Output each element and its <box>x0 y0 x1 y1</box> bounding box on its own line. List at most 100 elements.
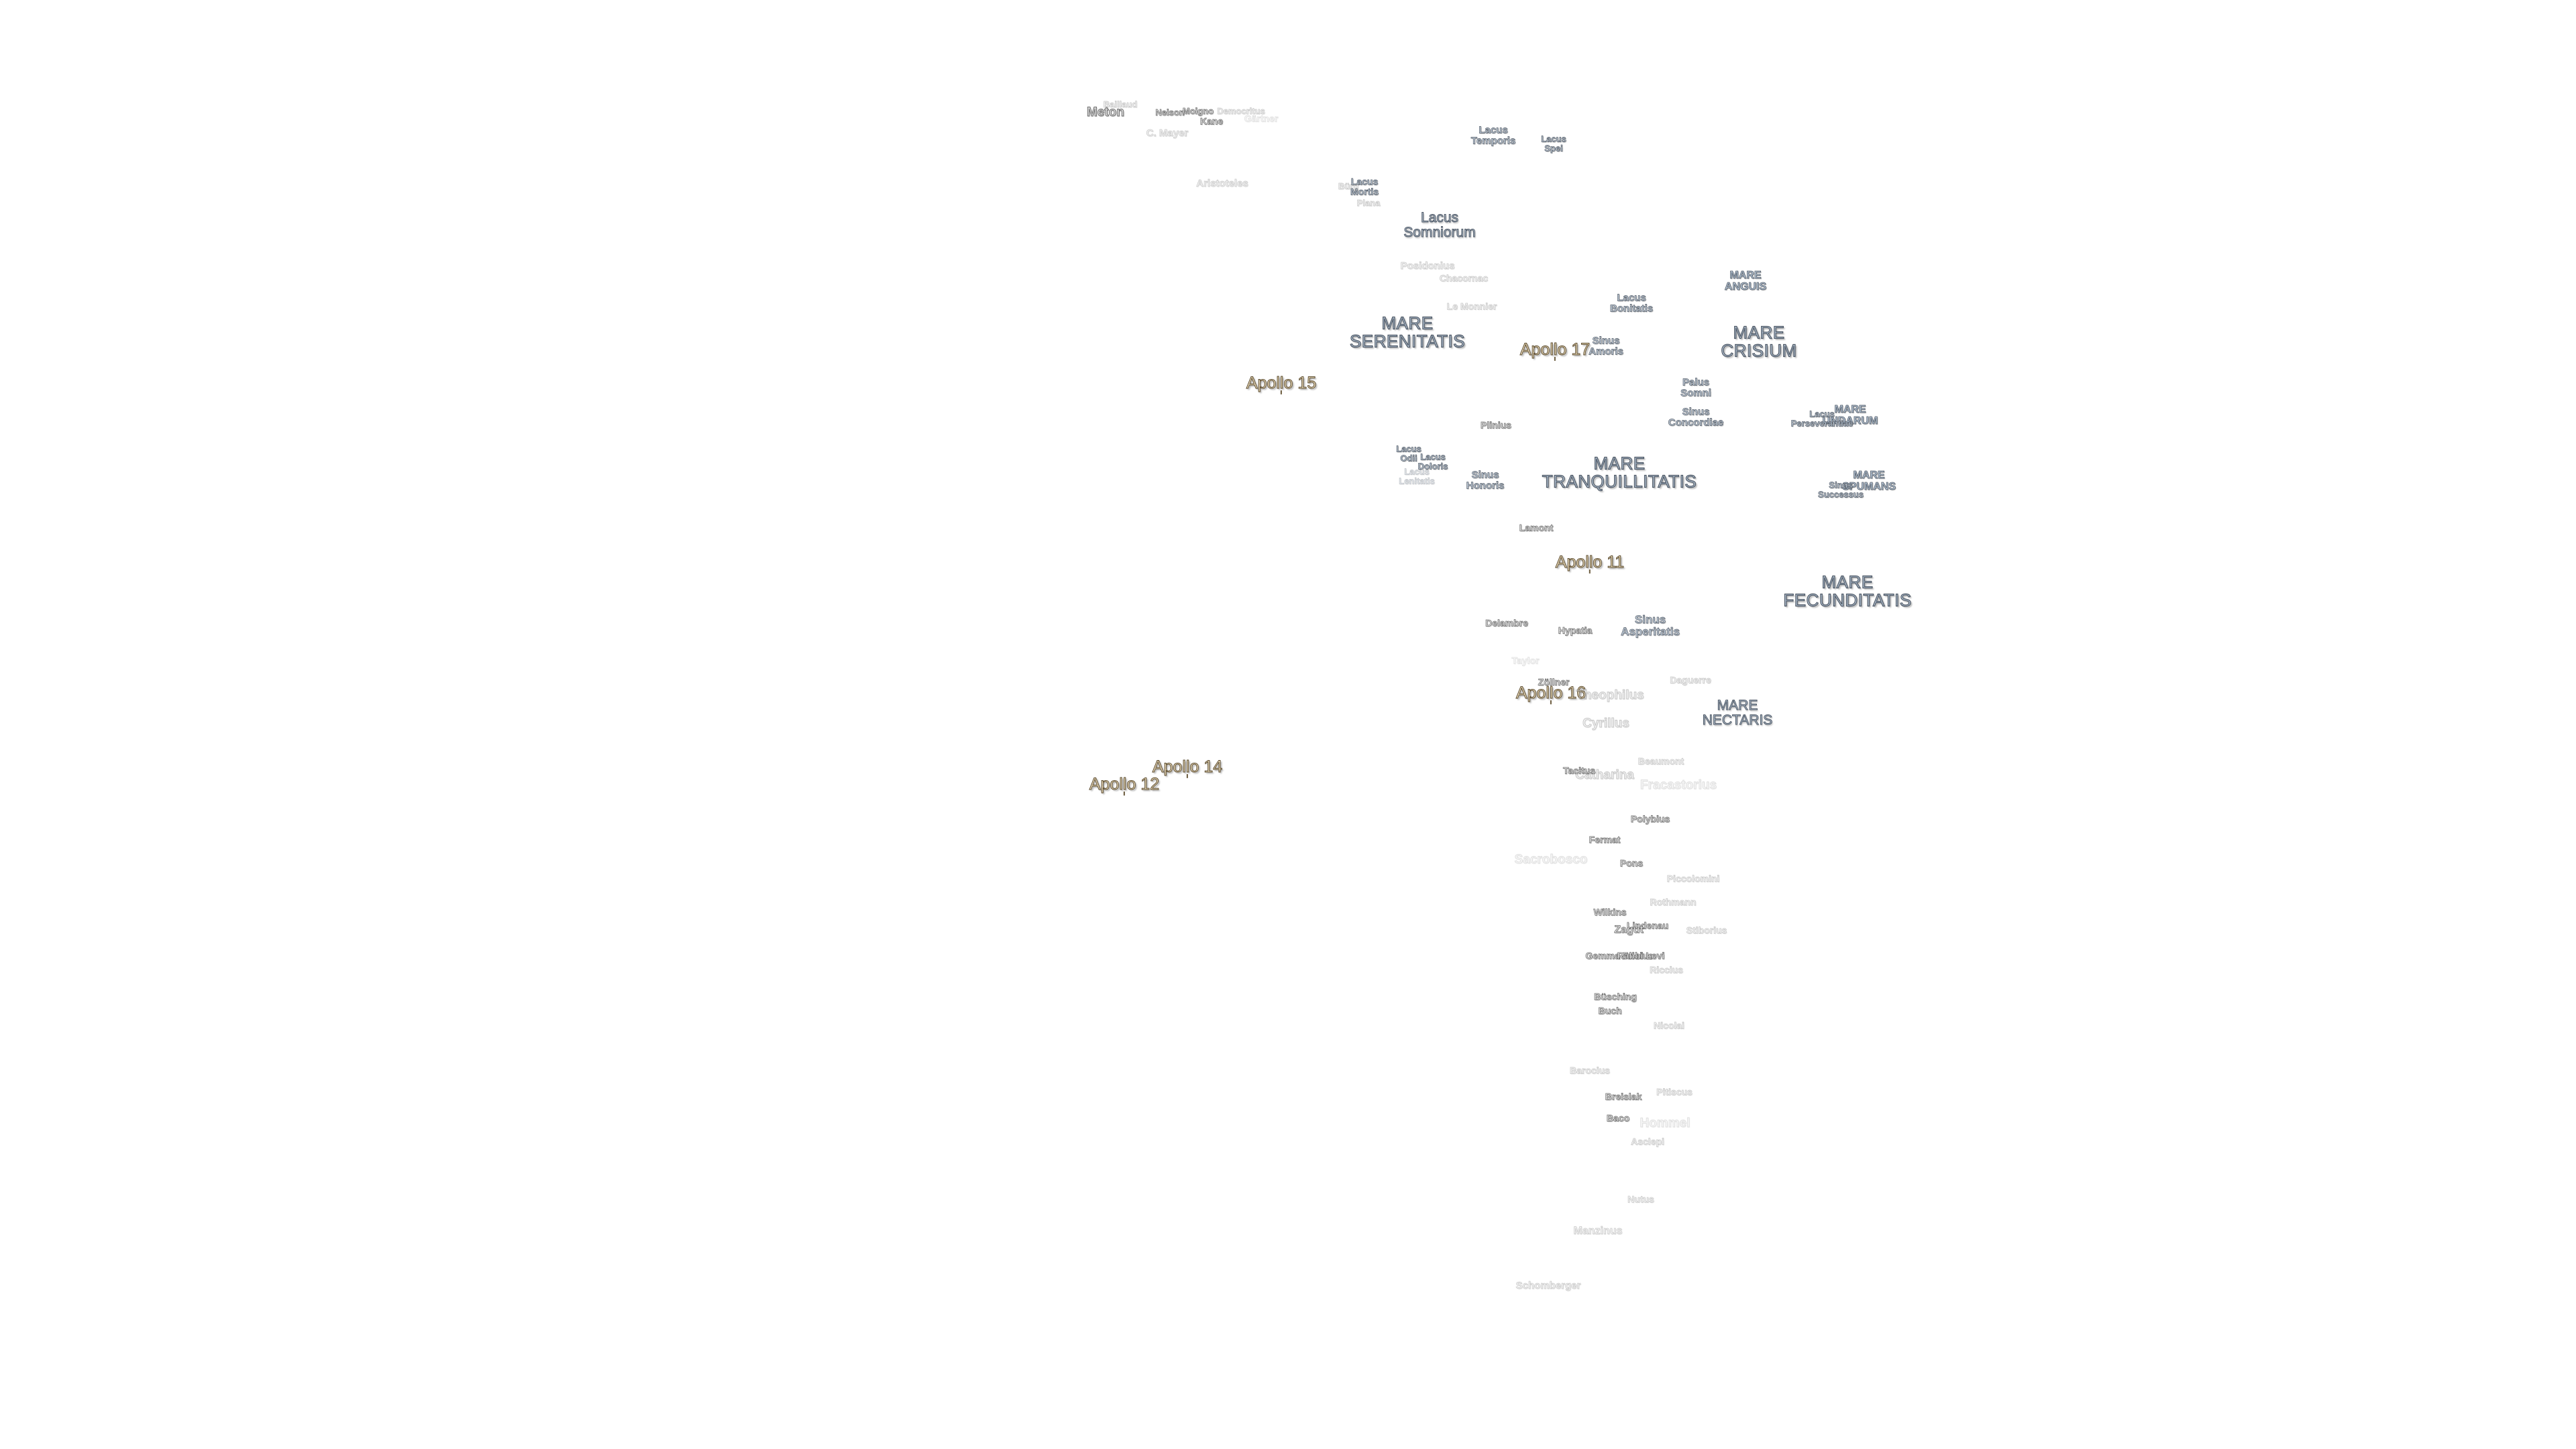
apollo-14-marker[interactable]: Apollo 14 <box>1152 757 1223 779</box>
sinus-successus-line2: Successus <box>1818 489 1864 499</box>
mare-fecunditatis-line2: FECUNDITATIS <box>1783 590 1912 610</box>
crater-label[interactable]: Taylor <box>1511 655 1540 666</box>
mare-anguis-label[interactable]: MARE ANGUIS <box>1724 270 1766 293</box>
apollo-11-label: Apollo 11 <box>1555 552 1625 572</box>
crater-label[interactable]: Plana <box>1356 198 1381 209</box>
sinus-concordiae-line2: Concordiae <box>1668 417 1724 428</box>
crater-label[interactable]: Lindenau <box>1626 920 1669 931</box>
crater-label[interactable]: Asclepi <box>1631 1136 1665 1147</box>
crater-label[interactable]: Büsching <box>1594 991 1637 1002</box>
crater-label[interactable]: Fermat <box>1589 834 1621 845</box>
crater-label[interactable]: Schomberger <box>1515 1280 1581 1292</box>
mare-spumans-label[interactable]: MARE SPUMANS <box>1842 470 1896 493</box>
lacus-somniorum-label[interactable]: Lacus Somniorum <box>1403 210 1476 240</box>
crater-label[interactable]: Democritus <box>1217 106 1265 117</box>
crater-label[interactable]: Kane <box>1199 115 1224 127</box>
crater-label[interactable]: Tacitus <box>1563 765 1596 776</box>
crater-label[interactable]: Pitiscus <box>1656 1086 1693 1097</box>
crater-label[interactable]: Rothmann <box>1650 896 1697 908</box>
mare-fecunditatis-label[interactable]: MARE FECUNDITATIS <box>1783 572 1912 610</box>
crater-label[interactable]: Hypatia <box>1558 625 1593 636</box>
mare-crisium-label[interactable]: MARE CRISIUM <box>1721 323 1797 361</box>
crater-label[interactable]: Meton <box>1087 105 1125 120</box>
crater-label[interactable]: Wilkins <box>1593 906 1627 918</box>
crater-label[interactable]: Pons <box>1619 857 1644 869</box>
sinus-amoris-label[interactable]: Sinus Amoris <box>1589 335 1623 357</box>
crater-label[interactable]: Moigno <box>1182 106 1214 117</box>
crater-label[interactable]: Delambre <box>1485 617 1529 629</box>
sinus-asperitatis-label[interactable]: Sinus Asperitatis <box>1621 613 1680 638</box>
crater-label[interactable]: Polybius <box>1630 813 1670 824</box>
mare-undarum-label[interactable]: MARE UNDARUM <box>1822 404 1878 427</box>
mare-serenitatis-label[interactable]: MARE SERENITATIS <box>1349 313 1465 351</box>
lacus-spei-label[interactable]: Lacus Spei <box>1541 133 1566 153</box>
lacus-odii-line1: Lacus <box>1396 443 1421 454</box>
crater-label[interactable]: Aristoteles <box>1196 178 1248 190</box>
palus-somni-label[interactable]: Palus Somni <box>1680 377 1712 398</box>
crater-label[interactable]: C. Mayer <box>1146 127 1189 140</box>
crater-label[interactable]: Breislak <box>1605 1091 1642 1102</box>
apollo-12-marker[interactable]: Apollo 12 <box>1089 774 1160 796</box>
crater-label[interactable]: Gemma Frisius <box>1585 950 1654 961</box>
crater-label[interactable]: Bürg <box>1338 181 1359 192</box>
crater-label[interactable]: Zöllner <box>1538 676 1570 688</box>
sinus-honoris-label[interactable]: Sinus Honoris <box>1466 470 1504 491</box>
crater-label[interactable]: Riccius <box>1650 964 1684 975</box>
mare-nectaris-line1: MARE <box>1717 697 1758 713</box>
lacus-mortis-line2: Mortis <box>1350 186 1379 197</box>
apollo-11-marker[interactable]: Apollo 11 <box>1555 552 1625 574</box>
mare-tranquillitatis-line1: MARE <box>1593 453 1646 474</box>
crater-label[interactable]: Fracastorius <box>1640 778 1717 793</box>
crater-label[interactable]: Buch <box>1598 1005 1622 1016</box>
crater-label[interactable]: Lamont <box>1519 522 1554 533</box>
lacus-doloris-label[interactable]: Lacus Doloris <box>1417 452 1448 471</box>
mare-crisium-line2: CRISIUM <box>1721 341 1797 361</box>
crater-label[interactable]: Manzinus <box>1573 1225 1623 1237</box>
crater-label[interactable]: Daguerre <box>1670 674 1711 686</box>
lacus-temporis-line1: Lacus <box>1479 124 1508 136</box>
crater-label[interactable]: Sacrobosco <box>1514 853 1588 867</box>
crater-label[interactable]: Baillaud <box>1103 99 1138 110</box>
landing-tick <box>1589 570 1591 574</box>
palus-somni-line2: Somni <box>1680 387 1712 398</box>
lacus-lenitatis-label[interactable]: Lacus Lenitatis <box>1399 467 1435 486</box>
crater-label[interactable]: Catharina <box>1575 768 1635 783</box>
apollo-12-label: Apollo 12 <box>1089 774 1160 794</box>
crater-label[interactable]: Le Monnier <box>1446 301 1497 312</box>
crater-label[interactable]: Neison <box>1155 107 1185 118</box>
crater-label[interactable]: Nicolai <box>1654 1020 1685 1031</box>
crater-label[interactable]: Piccolomini <box>1666 873 1720 884</box>
crater-label[interactable]: Theophilus <box>1576 688 1644 703</box>
sinus-successus-label[interactable]: Sinus Successus <box>1818 480 1864 499</box>
crater-label[interactable]: Beaumont <box>1638 755 1684 767</box>
mare-tranquillitatis-label[interactable]: MARE TRANQUILLITATIS <box>1542 453 1697 491</box>
crater-label[interactable]: Posidonius <box>1400 260 1455 272</box>
lacus-lenitatis-line2: Lenitatis <box>1399 476 1435 486</box>
sinus-amoris-line2: Amoris <box>1589 345 1623 357</box>
apollo-15-marker[interactable]: Apollo 15 <box>1246 374 1317 395</box>
mare-nectaris-label[interactable]: MARE NECTARIS <box>1702 697 1773 728</box>
lacus-mortis-label[interactable]: Lacus Mortis <box>1350 176 1379 197</box>
apollo-16-marker[interactable]: Apollo 16 <box>1515 684 1587 705</box>
lacus-perseverantiae-label[interactable]: Lacus Perseverantiae <box>1790 409 1853 428</box>
lacus-bonitatis-label[interactable]: Lacus Bonitatis <box>1610 292 1654 314</box>
crater-label[interactable]: Cyrillus <box>1582 716 1630 731</box>
lacus-temporis-label[interactable]: Lacus Temporis <box>1470 124 1515 146</box>
crater-label[interactable]: Plinius <box>1481 419 1512 431</box>
crater-label[interactable]: Baco <box>1606 1112 1630 1124</box>
crater-label[interactable]: Chacornac <box>1439 272 1489 284</box>
lacus-spei-line1: Lacus <box>1541 133 1566 144</box>
mare-undarum-line1: MARE <box>1834 404 1866 416</box>
crater-label[interactable]: Barocius <box>1570 1065 1611 1076</box>
lacus-odii-label[interactable]: Lacus Odii <box>1396 443 1421 463</box>
sinus-concordiae-label[interactable]: Sinus Concordiae <box>1668 407 1724 428</box>
crater-label[interactable]: Hommel <box>1640 1116 1690 1131</box>
crater-label[interactable]: Nutus <box>1627 1193 1654 1205</box>
crater-label[interactable]: Stiborius <box>1686 924 1727 936</box>
mare-fecunditatis-line1: MARE <box>1821 572 1874 592</box>
crater-label[interactable]: Rabbi Levi <box>1617 950 1665 961</box>
crater-label[interactable]: Zagut <box>1614 924 1644 936</box>
crater-label[interactable]: Gärtner <box>1244 113 1279 124</box>
apollo-17-marker[interactable]: Apollo 17 <box>1519 340 1591 362</box>
